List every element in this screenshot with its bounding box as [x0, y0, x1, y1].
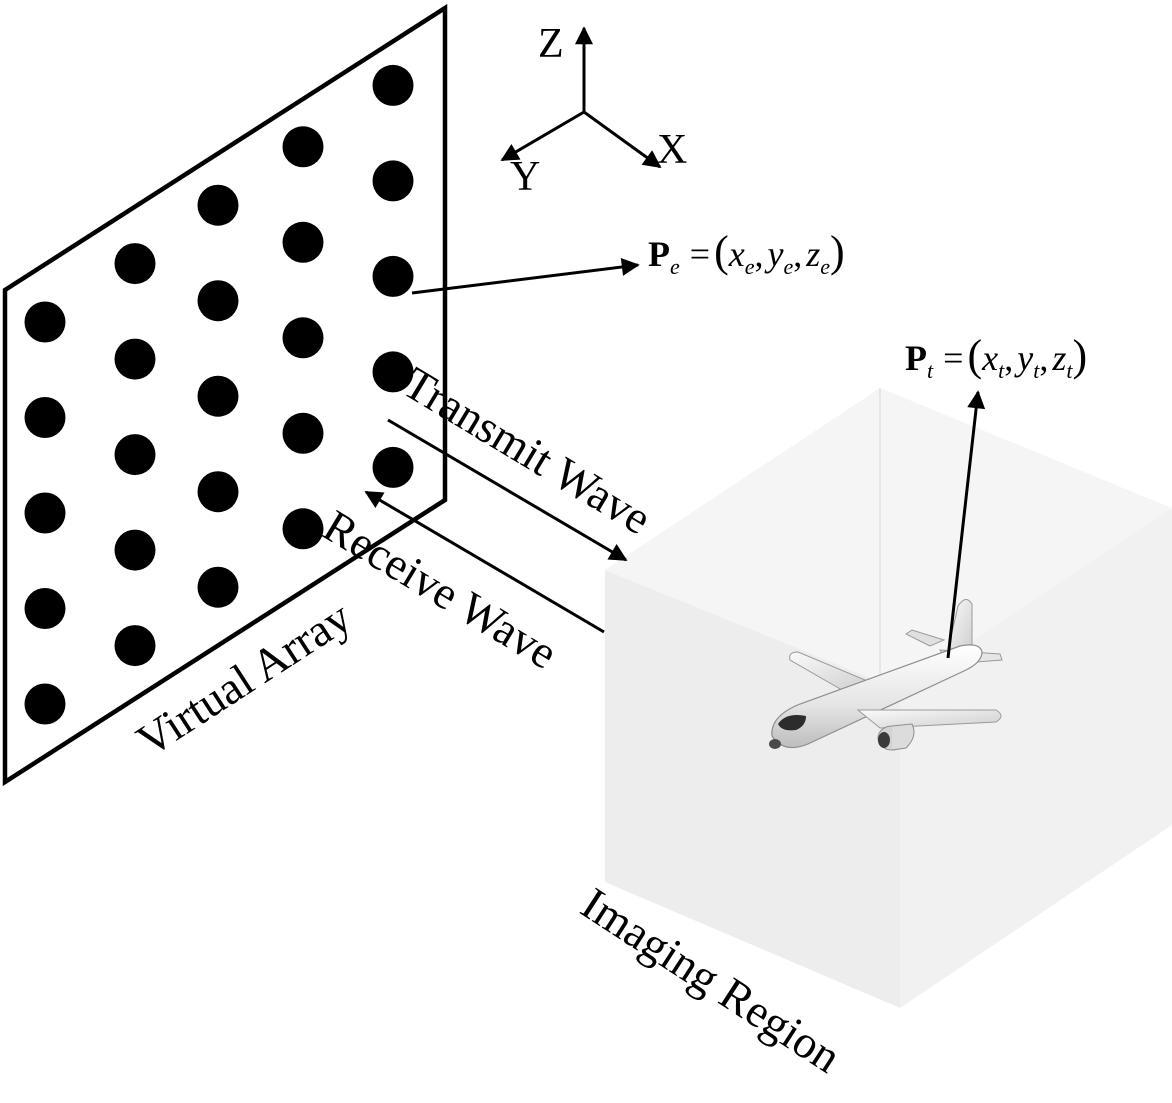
array-element-r2-c3: [197, 280, 239, 322]
pe-x-sub: e: [745, 254, 755, 279]
array-element-r4-c2: [114, 529, 156, 571]
pt-y: y: [1014, 338, 1033, 378]
region-side-face: [900, 508, 1172, 1008]
pt-symbol: P: [905, 338, 927, 378]
array-frame: [2, 3, 448, 787]
array-element-r1-c2: [114, 243, 156, 285]
airplane-icon: [769, 599, 1003, 751]
array-element-r3-c3: [197, 375, 239, 417]
pt-equation: Pt=(xt,yt,zt): [905, 331, 1087, 383]
pt-x: x: [981, 338, 998, 378]
transmit-wave-label: Transmit Wave: [395, 357, 660, 544]
array-element-r2-c2: [114, 338, 156, 380]
element-pointer-arrow: [411, 258, 640, 295]
pe-symbol: P: [648, 234, 670, 274]
array-element-r1-c4: [282, 126, 324, 168]
array-element-r1-c1: [24, 301, 66, 343]
array-element-r1-c5: [372, 64, 414, 106]
pe-y-sub: e: [783, 254, 793, 279]
pe-comma-1: ,: [754, 234, 763, 274]
pe-open-paren: (: [714, 227, 729, 276]
pe-comma-2: ,: [793, 234, 802, 274]
pe-equals: =: [690, 234, 710, 274]
pt-equals: =: [943, 338, 963, 378]
array-element-r5-c4: [282, 508, 324, 550]
array-elements: [24, 64, 414, 725]
coordinate-axes: Z Y X: [500, 21, 687, 200]
pe-x: x: [728, 234, 745, 274]
pt-close-paren: ): [1072, 331, 1087, 380]
pt-y-sub: t: [1033, 358, 1040, 383]
y-axis: [500, 110, 585, 162]
pe-y: y: [764, 234, 783, 274]
array-element-r5-c2: [114, 625, 156, 667]
virtual-array-plane: [2, 3, 448, 787]
array-element-r4-c1: [24, 588, 66, 629]
array-element-r4-c4: [282, 412, 324, 454]
receive-wave-arrow: [364, 490, 605, 634]
transmit-wave-arrow: [387, 418, 628, 562]
array-element-r2-c5: [372, 160, 414, 202]
element-position-annotation: Pe=(xe,ye,ze): [411, 227, 845, 295]
array-element-r2-c1: [24, 397, 66, 438]
x-axis: [583, 110, 662, 169]
pt-symbol-sub: t: [927, 358, 934, 383]
array-element-r5-c1: [24, 683, 66, 725]
pt-x-sub: t: [998, 358, 1005, 383]
pe-close-paren: ): [830, 227, 845, 276]
region-top-face: [605, 388, 1172, 690]
array-element-r1-c3: [197, 184, 239, 226]
z-axis-label: Z: [538, 21, 564, 67]
receive-wave-label: Receive Wave: [315, 500, 566, 679]
pt-open-paren: (: [967, 331, 982, 380]
pe-symbol-sub: e: [670, 254, 680, 279]
array-element-r5-c3: [197, 566, 239, 608]
pe-z: z: [805, 234, 820, 274]
pt-comma-1: ,: [1004, 338, 1013, 378]
pt-z-sub: t: [1066, 358, 1073, 383]
array-element-r5-c5: [372, 446, 414, 488]
pt-z: z: [1051, 338, 1066, 378]
pe-z-sub: e: [820, 254, 830, 279]
array-element-r2-c4: [282, 221, 324, 263]
array-element-r3-c1: [24, 492, 66, 534]
array-element-r3-c4: [282, 317, 324, 359]
target-pointer-arrow: [946, 390, 986, 659]
pt-comma-2: ,: [1039, 338, 1048, 378]
array-element-r4-c5: [372, 351, 414, 393]
array-element-r3-c5: [372, 255, 414, 297]
x-axis-label: X: [657, 127, 687, 173]
y-axis-label: Y: [510, 154, 540, 200]
array-element-r3-c2: [114, 434, 156, 476]
array-element-r4-c3: [197, 471, 239, 513]
pe-equation: Pe=(xe,ye,ze): [648, 227, 845, 279]
target-position-annotation: Pt=(xt,yt,zt): [905, 331, 1087, 659]
